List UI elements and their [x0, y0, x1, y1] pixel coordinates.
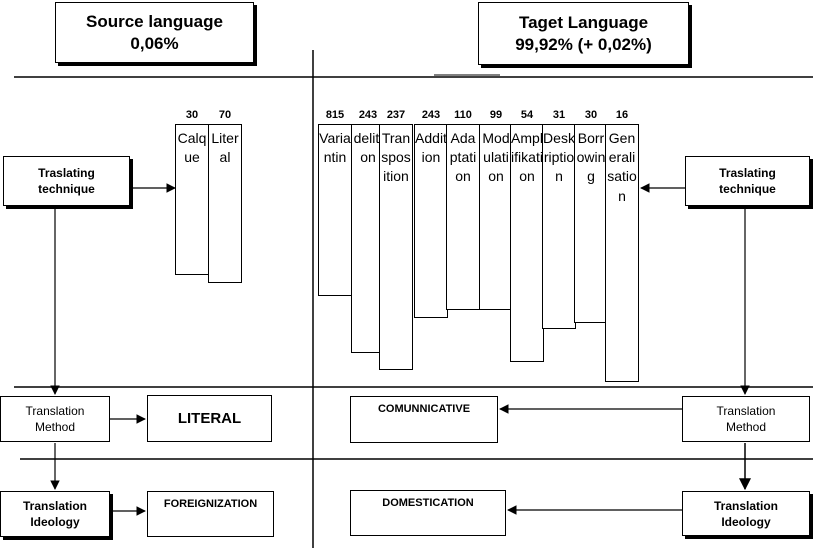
technique-count-generalisation: 16 [615, 109, 629, 121]
left-ideology-line2: Ideology [30, 515, 80, 529]
foreignization-result-box: FOREIGNIZATION [147, 491, 274, 537]
left-ideology-line1: Translation [22, 499, 87, 513]
technique-label-addition: Addition [415, 130, 447, 166]
technique-bar-borrowing: Borrowing [574, 124, 608, 323]
technique-label-transposition: Transposition [381, 130, 411, 185]
technique-label-amplifikation: Amplifikation [511, 130, 543, 185]
target-language-percent: 99,92% (+ 0,02%) [515, 34, 652, 54]
left-technique-line1: Traslating [38, 166, 95, 180]
literal-result-box: LITERAL [147, 395, 272, 442]
technique-count-borrowing: 30 [584, 109, 598, 121]
source-language-title: Source language [86, 11, 223, 31]
technique-label-adaptation: Adaptation [449, 130, 477, 185]
technique-label-borrowing: Borrowing [576, 130, 606, 185]
left-translation-method-box: Translation Method [0, 396, 110, 442]
domestication-result-box: DOMESTICATION [350, 490, 506, 536]
right-translating-technique-box: Traslating technique [685, 156, 810, 206]
left-technique-line2: technique [38, 182, 95, 196]
technique-label-deskription: Deskription [543, 130, 575, 185]
source-language-header: Source language 0,06% [55, 2, 254, 63]
target-language-header: Taget Language 99,92% (+ 0,02%) [478, 2, 689, 65]
right-translation-method-box: Translation Method [682, 396, 810, 442]
technique-bar-variantin: Variantin [318, 124, 352, 296]
technique-bar-addition: Addition [414, 124, 448, 318]
right-translation-ideology-box: Translation Ideology [682, 491, 810, 536]
technique-count-amplifikation: 54 [520, 109, 534, 121]
right-method-line2: Method [725, 420, 767, 434]
right-technique-line1: Traslating [719, 166, 776, 180]
technique-count-adaptation: 110 [454, 109, 472, 121]
left-method-line1: Translation [25, 404, 85, 418]
technique-bar-adaptation: Adaptation [446, 124, 480, 310]
technique-count-literal: 70 [218, 109, 232, 121]
technique-label-literal: Literal [211, 130, 239, 166]
technique-label-modulation: Modulation [482, 130, 510, 185]
technique-label-variantin: Variantin [319, 130, 351, 166]
technique-bar-modulation: Modulation [479, 124, 513, 310]
technique-bar-generalisation: Generalisation [605, 124, 639, 382]
technique-count-transposition: 237 [386, 109, 406, 121]
right-method-line1: Translation [716, 404, 776, 418]
foreignization-result-label: FOREIGNIZATION [163, 498, 258, 510]
technique-count-variantin: 815 [325, 109, 345, 121]
technique-bar-amplifikation: Amplifikation [510, 124, 544, 362]
technique-count-addition: 243 [421, 109, 441, 121]
left-translating-technique-box: Traslating technique [3, 156, 130, 206]
technique-label-delition: delition [353, 130, 383, 166]
communicative-result-label: COMUNNICATIVE [377, 403, 471, 415]
source-language-percent: 0,06% [130, 33, 179, 53]
domestication-result-label: DOMESTICATION [382, 497, 474, 509]
right-ideology-line2: Ideology [721, 514, 771, 529]
technique-label-generalisation: Generalisation [607, 130, 637, 204]
technique-bar-deskription: Deskription [542, 124, 576, 329]
right-ideology-line1: Translation [713, 498, 778, 513]
literal-result-label: LITERAL [177, 409, 242, 427]
technique-count-calque: 30 [185, 109, 199, 121]
technique-count-delition: 243 [358, 109, 378, 121]
right-technique-line2: technique [719, 182, 776, 196]
communicative-result-box: COMUNNICATIVE [350, 396, 498, 443]
technique-count-modulation: 99 [489, 109, 503, 121]
target-language-title: Taget Language [518, 12, 649, 32]
left-translation-ideology-box: Translation Ideology [0, 491, 110, 537]
technique-bar-calque: Calque [175, 124, 209, 275]
technique-count-deskription: 31 [552, 109, 566, 121]
technique-bar-literal: Literal [208, 124, 242, 283]
left-method-line2: Method [34, 420, 76, 434]
technique-label-calque: Calque [177, 130, 207, 166]
technique-bar-transposition: Transposition [379, 124, 413, 370]
